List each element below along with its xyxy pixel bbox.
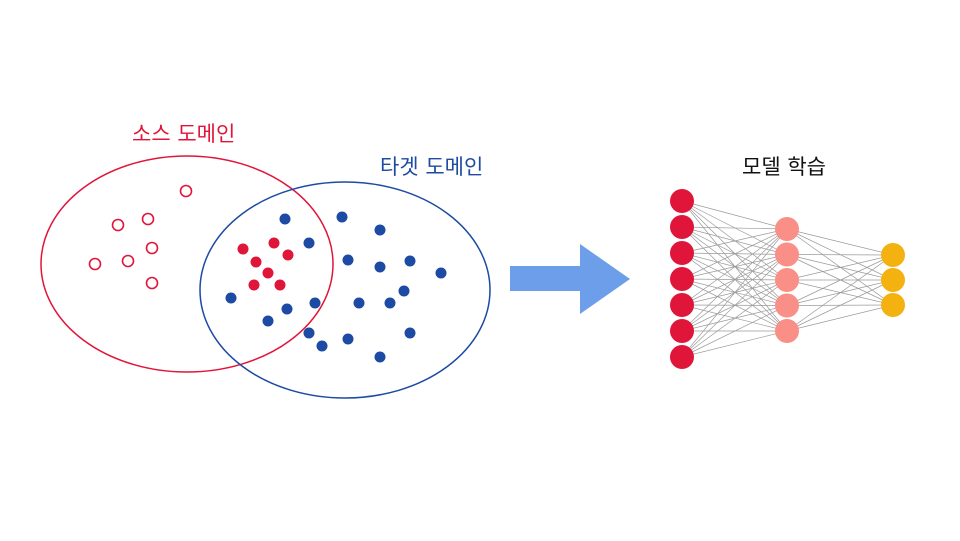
target-point	[316, 340, 328, 352]
network-edge	[681, 254, 788, 358]
input-layer-node	[670, 189, 694, 213]
output-layer-node	[881, 243, 905, 267]
source-domain-ellipse	[40, 155, 334, 373]
source-point	[111, 218, 125, 232]
source-point	[145, 276, 159, 290]
source-point	[121, 254, 135, 268]
hidden-layer-node	[775, 217, 799, 241]
target-point	[404, 255, 416, 267]
right-arrow	[510, 244, 630, 314]
source-point	[141, 212, 155, 226]
network-edge	[681, 330, 788, 358]
input-layer-node	[670, 267, 694, 291]
network-edge	[786, 279, 894, 332]
hidden-layer-node	[775, 293, 799, 318]
input-layer-node	[670, 319, 694, 343]
overlap-source-points	[237, 237, 294, 291]
target-point	[384, 297, 396, 309]
source-point	[145, 241, 159, 255]
target-point	[353, 297, 365, 309]
target-point	[303, 327, 315, 339]
source-point	[179, 184, 193, 198]
output-layer-node	[881, 268, 905, 292]
target-point	[342, 254, 354, 266]
target-point	[374, 224, 386, 236]
network-edge	[681, 228, 788, 332]
overlap-point	[250, 256, 262, 268]
target-domain-ellipse	[199, 181, 491, 399]
source-only-points	[88, 184, 193, 290]
overlap-point	[274, 279, 286, 291]
network-edge	[681, 226, 788, 230]
overlap-point	[268, 237, 280, 249]
target-point	[336, 211, 348, 223]
target-point	[374, 351, 386, 363]
target-points	[225, 211, 447, 363]
network-edge	[681, 228, 788, 306]
network-edge	[786, 254, 894, 332]
network-edge	[786, 254, 894, 256]
target-point	[374, 261, 386, 273]
target-point	[342, 333, 354, 345]
network-edge	[681, 200, 788, 230]
input-layer-node	[670, 241, 694, 265]
input-layer-node	[670, 345, 694, 369]
output-layer-node	[881, 293, 905, 317]
input-layer-node	[670, 215, 694, 239]
target-point	[404, 327, 416, 339]
target-point	[303, 237, 315, 249]
network-edge	[681, 228, 788, 280]
target-domain-label: 타겟 도메인	[380, 155, 484, 179]
target-point	[281, 303, 293, 315]
target-point	[398, 285, 410, 297]
overlap-point	[248, 279, 260, 291]
network-edge	[786, 254, 894, 306]
network-edge	[681, 228, 788, 358]
overlap-point	[282, 249, 294, 261]
target-point	[225, 292, 237, 304]
network-edge	[681, 228, 788, 254]
hidden-layer-node	[775, 268, 799, 292]
model-training-label: 모델 학습	[742, 155, 826, 179]
hidden-layer-node	[775, 319, 799, 343]
input-layer-node	[670, 293, 694, 317]
target-point	[435, 267, 447, 279]
overlap-point	[237, 243, 249, 255]
network-edge	[786, 304, 894, 332]
network-edges	[681, 200, 894, 358]
network-edge	[681, 279, 788, 358]
overlap-point	[262, 267, 274, 279]
source-domain-label: 소스 도메인	[132, 122, 236, 146]
network-edge	[681, 305, 788, 358]
source-point	[88, 257, 102, 271]
target-point	[309, 297, 321, 309]
network-edge	[786, 254, 894, 281]
target-point	[262, 315, 274, 327]
target-point	[279, 213, 291, 225]
network-nodes	[670, 189, 905, 369]
network-edge	[786, 228, 894, 256]
hidden-layer-node	[775, 242, 799, 267]
